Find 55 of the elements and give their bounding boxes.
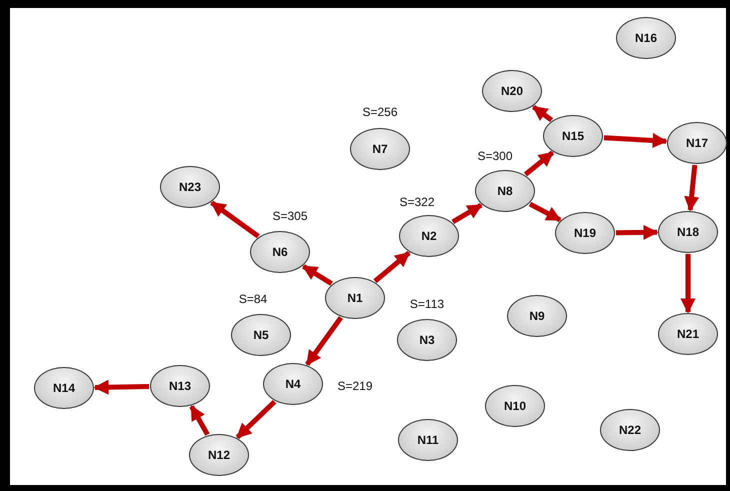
node-ellipse: [543, 115, 603, 157]
value-label: S=84: [238, 292, 268, 306]
value-label: S=256: [362, 105, 398, 119]
arrow: [94, 380, 150, 395]
value-label: S=300: [477, 149, 513, 163]
arrow: [524, 150, 554, 176]
node-ellipse: [555, 212, 615, 254]
node-label: N20: [500, 84, 523, 98]
node-ellipse: [399, 215, 459, 257]
value-label: S=322: [399, 195, 435, 209]
node-label: N9: [529, 309, 545, 323]
node-label: N19: [574, 226, 596, 240]
arrow: [305, 316, 343, 366]
node-label: N12: [208, 448, 230, 462]
arrow: [373, 250, 411, 284]
arrow: [210, 200, 260, 238]
node-ellipse: [250, 231, 310, 273]
node-label: N11: [417, 433, 439, 447]
arrow: [189, 405, 210, 436]
arrow: [604, 133, 668, 148]
node-label: N13: [168, 379, 191, 393]
arrow: [528, 202, 562, 222]
node-label: N5: [253, 328, 269, 342]
node-ellipse: [482, 70, 542, 112]
node-label: N23: [178, 180, 201, 194]
value-label: S=219: [337, 379, 373, 393]
node-label: N15: [562, 129, 584, 143]
node-label: N2: [421, 229, 437, 243]
node-label: N14: [52, 381, 75, 395]
node-label: N7: [372, 142, 388, 156]
value-label: S=305: [272, 209, 308, 223]
value-label: S=113: [410, 297, 444, 311]
arrow: [236, 400, 276, 440]
node-label: N16: [634, 31, 657, 45]
node-label: N6: [272, 245, 288, 259]
node-label: N22: [618, 423, 641, 437]
node-label: N8: [497, 184, 513, 198]
arrow: [684, 164, 700, 212]
node-label: N10: [504, 399, 526, 413]
node-ellipse: [325, 277, 385, 319]
node-label: N3: [419, 333, 435, 347]
node-label: N17: [686, 136, 708, 150]
node-label: N21: [676, 327, 699, 341]
arrow: [452, 202, 482, 224]
node-ellipse: [475, 170, 535, 212]
node-ellipse: [160, 166, 220, 208]
node-label: N4: [285, 377, 301, 391]
node-label: N18: [676, 225, 699, 239]
arrow: [680, 254, 696, 314]
arrow: [302, 264, 333, 286]
node-ellipse: [667, 122, 727, 164]
arrow: [616, 224, 658, 240]
arrow: [532, 104, 553, 122]
node-ellipse: [189, 434, 249, 476]
node-label: N1: [347, 291, 363, 305]
